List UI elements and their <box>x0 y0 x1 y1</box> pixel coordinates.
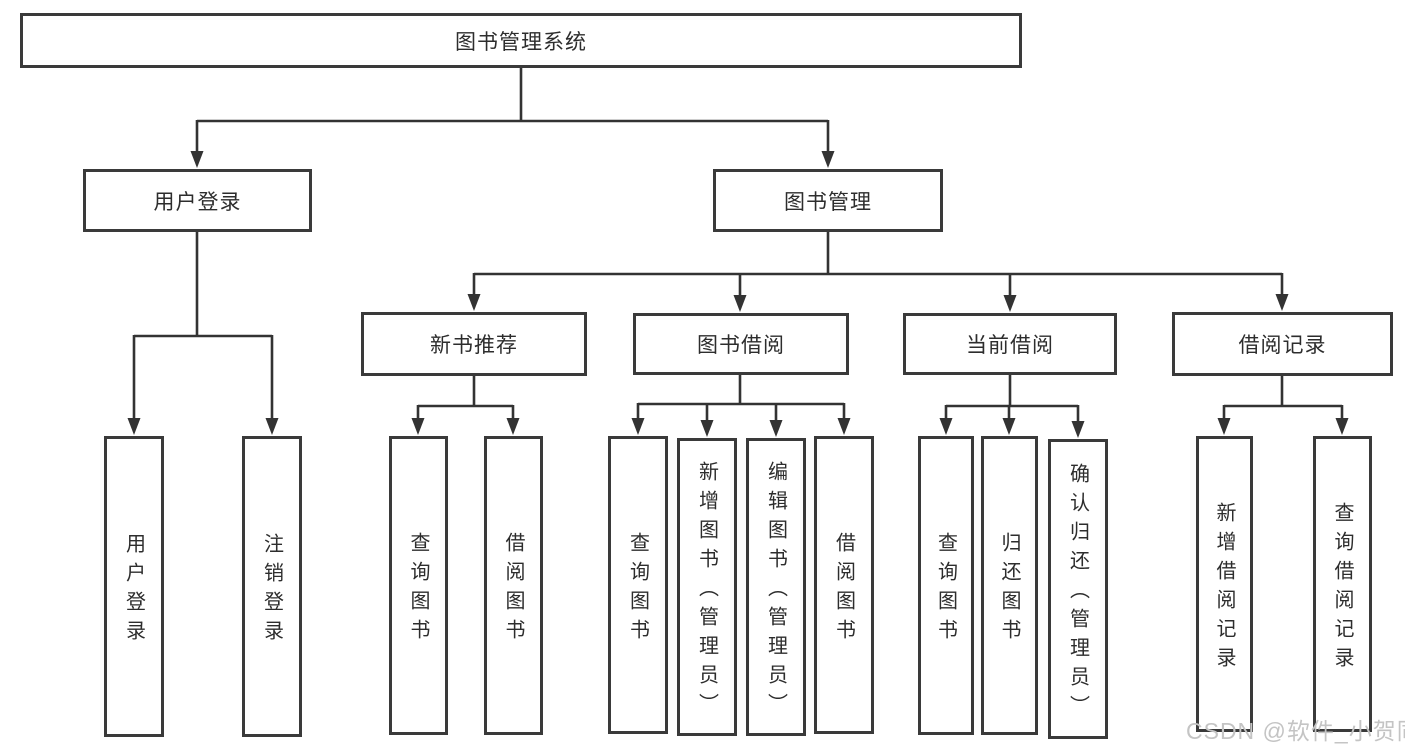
node-current-borrow: 当前借阅 <box>903 313 1117 375</box>
connector-root-to-level2 <box>190 68 835 168</box>
node-book-borrow: 图书借阅 <box>633 313 849 375</box>
leaf-label: 查询图书 <box>626 531 649 648</box>
node-leaf-logout: 注销登录 <box>242 436 302 737</box>
node-borrow-records: 借阅记录 <box>1172 312 1393 376</box>
node-root: 图书管理系统 <box>20 13 1022 68</box>
leaf-label: 查询借阅记录 <box>1331 501 1353 676</box>
leaf-label: 查询图书 <box>407 532 429 648</box>
leaf-label: 新增借阅记录 <box>1213 501 1235 676</box>
leaf-label: 归还图书 <box>998 532 1020 648</box>
node-leaf-bb-add-books: 新增图书（管理员） <box>677 438 737 736</box>
connector-newrec-to-children <box>411 376 520 435</box>
connector-userlogin-to-children <box>127 232 279 435</box>
csdn-watermark: CSDN @软件_小贺同学 <box>1186 718 1405 744</box>
leaf-label: 借阅图书 <box>502 532 524 648</box>
leaf-label: 确认归还（管理员） <box>1066 463 1089 724</box>
node-leaf-cb-query-books: 查询图书 <box>918 436 974 735</box>
leaf-label: 用户登录 <box>122 533 145 649</box>
node-leaf-log-query-record: 查询借阅记录 <box>1313 436 1372 732</box>
connector-borrowlog-to-children <box>1217 376 1349 435</box>
leaf-label: 编辑图书（管理员） <box>764 461 787 722</box>
leaf-label: 新增图书（管理员） <box>695 461 718 722</box>
leaf-label: 借阅图书 <box>832 531 855 648</box>
node-leaf-rec-borrow-books: 借阅图书 <box>484 436 543 735</box>
leaf-label: 注销登录 <box>260 533 283 649</box>
node-leaf-cb-return-books: 归还图书 <box>981 436 1038 735</box>
node-leaf-log-add-record: 新增借阅记录 <box>1196 436 1253 732</box>
connector-bookmgmt-to-level3 <box>467 232 1289 312</box>
node-leaf-rec-query-books: 查询图书 <box>389 436 448 735</box>
node-leaf-user-login: 用户登录 <box>104 436 164 737</box>
node-leaf-bb-edit-books: 编辑图书（管理员） <box>746 438 806 736</box>
connector-bookborrow-to-children <box>631 375 851 437</box>
node-leaf-cb-confirm-return: 确认归还（管理员） <box>1048 439 1108 739</box>
node-new-book-recommend: 新书推荐 <box>361 312 587 376</box>
leaf-label: 查询图书 <box>934 532 957 648</box>
node-book-mgmt: 图书管理 <box>713 169 943 232</box>
node-leaf-bb-query-books: 查询图书 <box>608 436 668 734</box>
connector-curborrow-to-children <box>939 375 1085 438</box>
node-user-login: 用户登录 <box>83 169 312 232</box>
node-leaf-bb-borrow-books: 借阅图书 <box>814 436 874 734</box>
